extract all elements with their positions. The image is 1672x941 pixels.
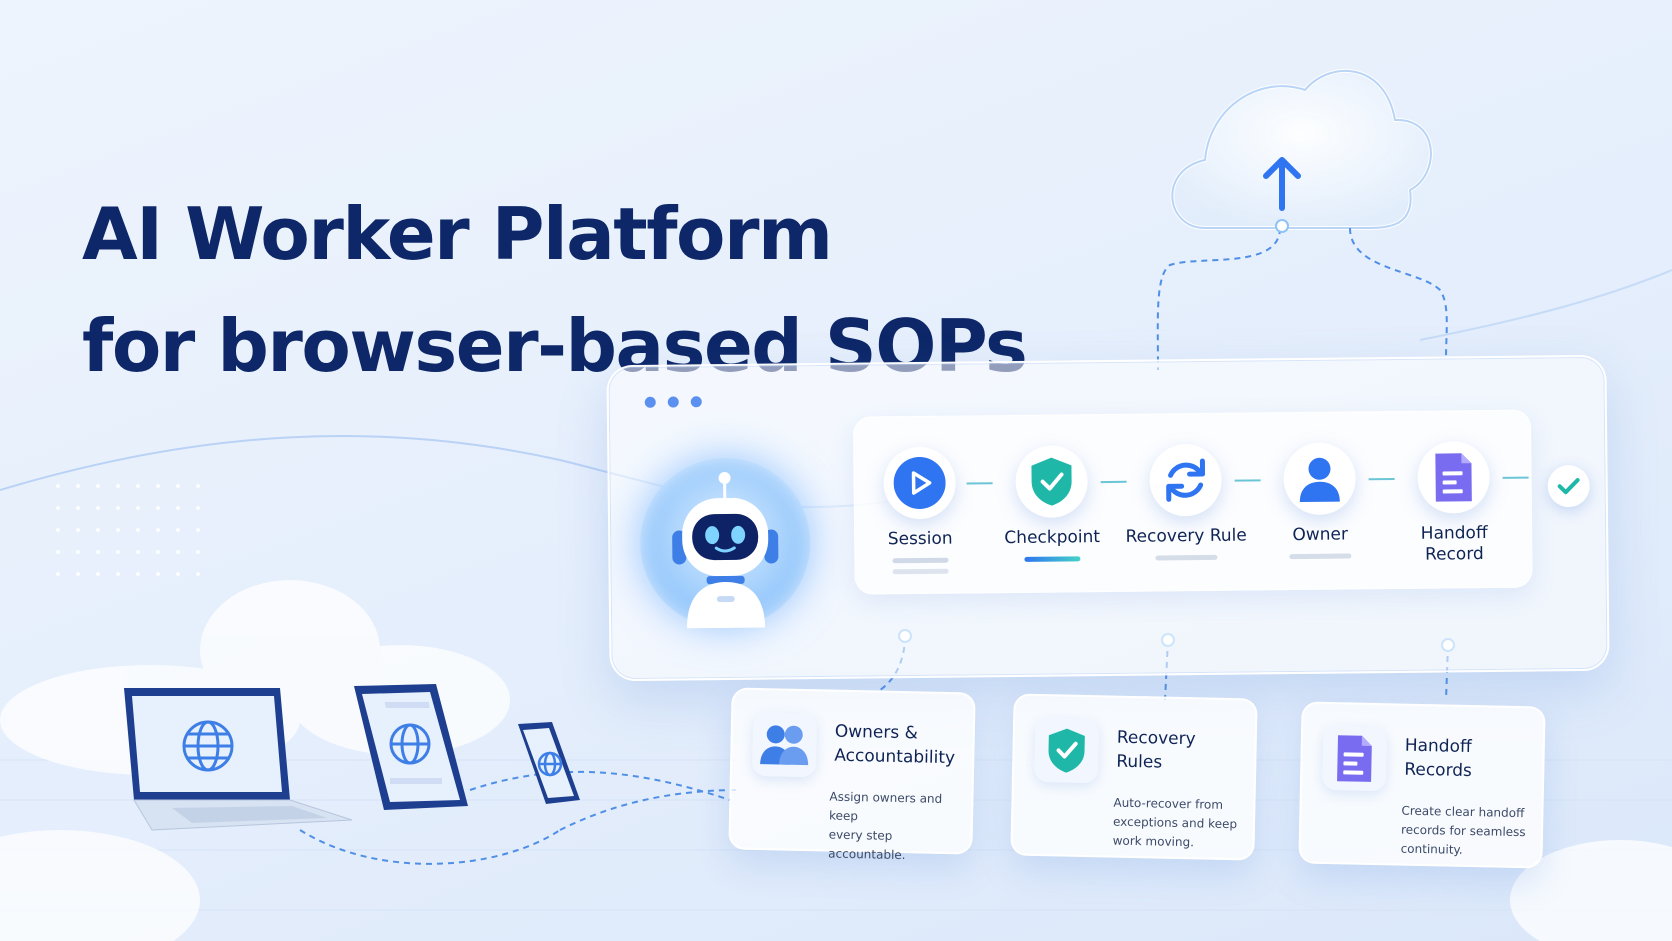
arrow-up-icon: [1263, 157, 1301, 211]
card-desc-line: Assign owners and keep: [828, 789, 943, 824]
step-circle: [1417, 441, 1490, 514]
step-label: Handoff Record: [1389, 523, 1519, 566]
feature-card-owners[interactable]: Owners & Accountability Assign owners an…: [728, 687, 976, 862]
step-owner[interactable]: Owner: [1254, 442, 1385, 560]
card-title-line: Handoff: [1404, 735, 1472, 758]
robot-icon: [672, 472, 779, 629]
dot-grid: [56, 484, 200, 576]
card-icon-tile: [751, 711, 818, 778]
card-icon-tile: [1321, 725, 1388, 792]
card-title-line: Records: [1404, 759, 1473, 782]
card-desc-line: work moving.: [1112, 833, 1195, 850]
user-icon: [1299, 457, 1340, 502]
checkmark-icon: [1557, 478, 1580, 495]
tablet-device: [354, 684, 468, 810]
robot-avatar: [639, 457, 812, 629]
step-progress-bar: [1024, 556, 1081, 562]
step-circle: [1149, 443, 1222, 517]
step-circle: [1015, 445, 1088, 518]
card-title: Recovery Rules: [1116, 726, 1247, 777]
window-dot: [667, 396, 679, 408]
shield-check-icon: [1031, 457, 1072, 506]
globe-icon: [389, 723, 431, 765]
step-checkpoint[interactable]: Checkpoint: [986, 445, 1117, 562]
card-desc-line: continuity.: [1400, 841, 1463, 857]
document-icon: [1435, 453, 1472, 502]
step-circle: [1283, 442, 1356, 516]
step-label: Session: [887, 528, 953, 550]
browser-window-panel: Session Checkpoint: [606, 354, 1610, 682]
step-progress-bar: [892, 568, 949, 575]
title-line-1: AI Worker Platform: [82, 192, 833, 276]
step-label-line: Handoff: [1420, 523, 1488, 544]
dashed-connectors: [299, 227, 1449, 865]
wave-line: [1419, 269, 1672, 341]
card-desc-line: every step accountable.: [828, 827, 906, 863]
upload-cloud: [1170, 68, 1433, 230]
step-label: Owner: [1292, 524, 1349, 546]
card-title-line: Rules: [1116, 751, 1163, 773]
laptop-device: [124, 688, 353, 831]
play-icon: [893, 456, 946, 509]
window-controls: [644, 396, 702, 408]
step-recovery-rule[interactable]: Recovery Rule: [1120, 443, 1251, 561]
card-title: Owners & Accountability: [834, 720, 965, 771]
step-connector: [1502, 476, 1529, 479]
card-description: Create clear handoff records for seamles…: [1400, 802, 1536, 862]
refresh-icon: [1166, 458, 1206, 502]
users-icon: [760, 725, 809, 766]
step-label: Checkpoint: [1004, 527, 1101, 549]
card-title-line: Accountability: [834, 745, 956, 769]
card-title-line: Owners &: [834, 721, 919, 744]
card-description: Assign owners and keep every step accoun…: [828, 788, 965, 867]
step-label-line: Record: [1424, 544, 1484, 565]
card-description: Auto-recover from exceptions and keep wo…: [1112, 794, 1248, 854]
window-dot: [644, 396, 656, 408]
completion-badge: [1547, 464, 1590, 508]
card-title: Handoff Records: [1404, 734, 1535, 785]
step-session[interactable]: Session: [854, 446, 985, 575]
shield-check-icon: [1048, 728, 1085, 773]
card-title-line: Recovery: [1116, 727, 1196, 750]
document-icon: [1337, 735, 1372, 782]
phone-device: [518, 722, 580, 804]
step-handoff-record[interactable]: Handoff Record: [1388, 441, 1519, 566]
globe-icon: [182, 720, 234, 772]
card-icon-tile: [1033, 717, 1100, 784]
globe-icon: [537, 751, 563, 777]
feature-card-recovery[interactable]: Recovery Rules Auto-recover from excepti…: [1010, 693, 1258, 861]
step-label: Recovery Rule: [1125, 525, 1247, 547]
feature-card-handoff[interactable]: Handoff Records Create clear handoff rec…: [1298, 701, 1546, 869]
window-dot: [690, 396, 702, 408]
step-progress-bar: [1289, 553, 1352, 560]
workflow-steps: Session Checkpoint: [852, 409, 1533, 595]
step-progress-bar: [1155, 554, 1218, 561]
step-progress-bar: [892, 557, 949, 564]
step-circle: [883, 446, 956, 520]
